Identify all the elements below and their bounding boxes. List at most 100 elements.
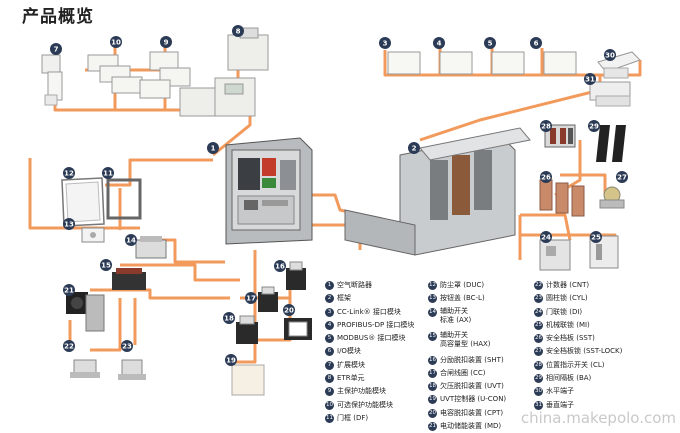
legend-label: 电动储能装置 (MD) xyxy=(440,422,502,431)
legend-label: 电容脱扣装置 (CPT) xyxy=(440,408,504,417)
legend-label: 水平端子 xyxy=(546,387,574,396)
svg-text:5: 5 xyxy=(488,40,493,48)
callout-23: 23 xyxy=(121,340,133,352)
legend-label: MODBUS® 接口模块 xyxy=(337,334,406,343)
svg-text:25: 25 xyxy=(591,234,601,242)
svg-text:11: 11 xyxy=(103,170,113,178)
legend-label: 合闸线圈 (CC) xyxy=(440,368,486,377)
legend-number-badge: 7 xyxy=(325,360,334,370)
svg-text:1: 1 xyxy=(211,145,216,153)
svg-text:8: 8 xyxy=(236,28,241,36)
svg-text:20: 20 xyxy=(284,307,294,315)
callout-10: 10 xyxy=(110,36,122,48)
callout-11: 11 xyxy=(102,167,114,179)
legend-label: 按钮盖 (BC-L) xyxy=(440,294,485,303)
svg-text:16: 16 xyxy=(275,263,285,271)
legend-number-badge: 8 xyxy=(325,374,334,384)
counter-22 xyxy=(70,359,100,378)
legend-number-badge: 9 xyxy=(325,387,334,397)
legend-number-badge: 24 xyxy=(534,307,543,317)
legend-label: 可选保护功能模块 xyxy=(337,400,393,409)
callout-26: 26 xyxy=(540,171,552,183)
horizontal-terminal-30 xyxy=(597,51,641,79)
svg-text:24: 24 xyxy=(541,234,551,242)
cylinder-lock-23 xyxy=(118,359,146,380)
svg-text:12: 12 xyxy=(64,170,74,178)
door-frame-11 xyxy=(106,178,142,220)
callout-30: 30 xyxy=(604,49,616,61)
callout-1: 1 xyxy=(207,142,219,154)
interface-modules xyxy=(387,51,577,75)
safety-shutter-26 xyxy=(539,179,585,217)
legend-label: 框架 xyxy=(337,294,351,303)
callout-3: 3 xyxy=(379,37,391,49)
uvt-controller-19 xyxy=(231,364,265,396)
callout-16: 16 xyxy=(274,260,286,272)
optional-module-10 xyxy=(87,54,143,94)
svg-text:10: 10 xyxy=(111,39,121,47)
callout-31: 31 xyxy=(584,73,596,85)
legend-number-badge: 21 xyxy=(428,422,437,432)
legend-label: 安全档板锁 (SST-LOCK) xyxy=(546,347,623,356)
callout-12: 12 xyxy=(63,167,75,179)
page-title: 产品概览 xyxy=(22,7,94,27)
callout-27: 27 xyxy=(616,171,628,183)
callout-2: 2 xyxy=(408,142,420,154)
legend-number-badge: 13 xyxy=(428,294,437,304)
legend-label: PROFIBUS-DP 接口模块 xyxy=(337,320,415,329)
phase-barrier-29 xyxy=(596,125,626,162)
callout-21: 21 xyxy=(63,284,75,296)
closing-coil-17 xyxy=(258,286,278,312)
svg-text:15: 15 xyxy=(101,262,111,270)
svg-text:30: 30 xyxy=(605,52,615,60)
legend-number-badge: 10 xyxy=(325,400,334,410)
legend-label: 安全档板 (SST) xyxy=(546,334,595,343)
svg-text:3: 3 xyxy=(383,40,388,48)
vertical-terminal-31 xyxy=(589,81,631,107)
legend-number-badge: 15 xyxy=(428,331,437,341)
svg-text:29: 29 xyxy=(589,123,599,131)
svg-text:9: 9 xyxy=(164,39,169,47)
legend-label: 门框 (DF) xyxy=(337,413,369,422)
uvt-18 xyxy=(236,315,258,344)
legend-label: 辅助开关 高容量型 (HAX) xyxy=(440,330,491,348)
legend-number-badge: 14 xyxy=(428,307,437,317)
callout-20: 20 xyxy=(283,304,295,316)
legend-label: 位置指示开关 (CL) xyxy=(546,360,605,369)
aux-switch-14 xyxy=(135,236,167,259)
legend-label: 分励脱扣装置 (SHT) xyxy=(440,355,504,364)
callout-28: 28 xyxy=(540,120,552,132)
legend-number-badge: 3 xyxy=(325,307,334,317)
svg-text:2: 2 xyxy=(412,145,417,153)
main-protection-module-9 xyxy=(139,51,191,99)
callout-22: 22 xyxy=(63,340,75,352)
svg-text:26: 26 xyxy=(541,174,551,182)
legend-number-badge: 20 xyxy=(428,408,437,418)
callout-13: 13 xyxy=(63,218,75,230)
legend-label: 空气断路器 xyxy=(337,281,372,289)
shunt-trip-16 xyxy=(286,261,306,290)
svg-text:22: 22 xyxy=(64,343,74,351)
callout-18: 18 xyxy=(223,312,235,324)
legend-number-badge: 2 xyxy=(325,294,334,304)
air-circuit-breaker-1 xyxy=(225,137,313,245)
